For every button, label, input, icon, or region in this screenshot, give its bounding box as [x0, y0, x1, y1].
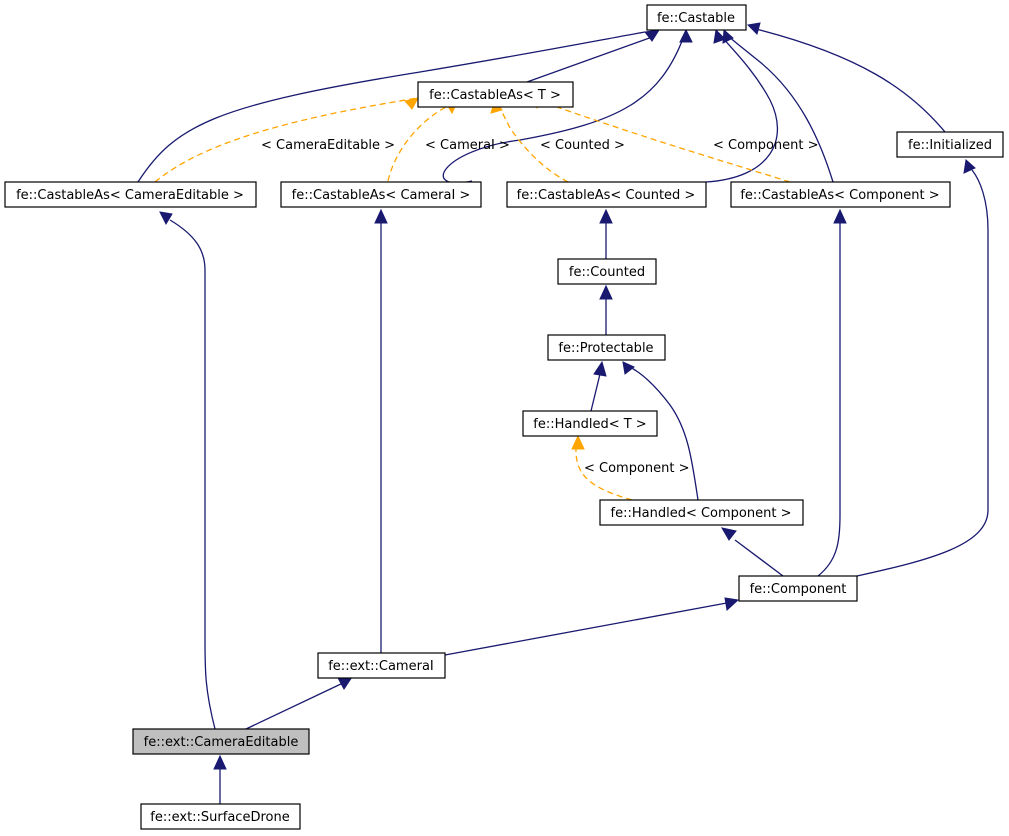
node-handled-t[interactable]: fe::Handled< T >	[522, 410, 658, 437]
arrow-into-castable-3	[713, 28, 726, 44]
node-initialized[interactable]: fe::Initialized	[896, 131, 1004, 158]
arrow-into-castable-as-component	[833, 208, 847, 224]
node-protectable[interactable]: fe::Protectable	[547, 334, 666, 361]
template-edge-camera-i	[387, 105, 449, 182]
edge-castable-as-camera-editable-to-castable	[137, 31, 646, 183]
edge-camera-editable-to-castable-as-camera-editable	[169, 219, 216, 730]
edge-camera-editable-to-camera-i	[245, 682, 344, 730]
edge-label-camera-editable: < CameraEditable >	[261, 138, 395, 153]
edge-handled-t-to-protectable	[590, 373, 601, 412]
node-camera-i[interactable]: fe::ext::CameraI	[317, 652, 446, 679]
node-counted[interactable]: fe::Counted	[557, 258, 657, 285]
arrow-into-castable-as-t-1	[404, 97, 419, 110]
arrowheads	[159, 22, 976, 770]
node-handled-t-label: fe::Handled< T >	[533, 417, 646, 432]
arrow-into-handled-t	[571, 434, 585, 450]
template-edge-handled-component	[575, 447, 633, 501]
template-edges	[154, 97, 791, 501]
edge-component-to-initialized	[856, 169, 989, 577]
edge-component-to-handled-component	[734, 539, 784, 577]
node-castable-as-component-label: fe::CastableAs< Component >	[740, 188, 939, 203]
template-edge-component	[539, 100, 791, 183]
node-handled-component-label: fe::Handled< Component >	[611, 506, 792, 521]
node-castable-as-camera-editable[interactable]: fe::CastableAs< CameraEditable >	[4, 181, 257, 208]
node-camera-i-label: fe::ext::CameraI	[328, 659, 434, 674]
arrow-into-castable-as-counted	[599, 208, 613, 224]
node-camera-editable-label: fe::ext::CameraEditable	[144, 735, 299, 750]
node-initialized-label: fe::Initialized	[908, 138, 992, 153]
arrow-into-castable-as-camera-i	[374, 208, 388, 224]
arrow-into-handled-component	[720, 527, 737, 541]
node-component[interactable]: fe::Component	[738, 575, 858, 602]
nodes: fe::Castable fe::CastableAs< T > fe::Cas…	[4, 4, 1004, 830]
node-castable-as-t-label: fe::CastableAs< T >	[429, 88, 561, 103]
node-castable-as-counted[interactable]: fe::CastableAs< Counted >	[506, 181, 707, 208]
edge-label-component: < Component >	[713, 138, 819, 153]
edge-camera-i-to-component	[444, 601, 733, 656]
node-component-label: fe::Component	[750, 582, 847, 597]
edge-castable-as-t-to-castable	[526, 35, 656, 83]
node-castable-as-t[interactable]: fe::CastableAs< T >	[417, 81, 574, 108]
node-castable[interactable]: fe::Castable	[646, 4, 747, 31]
template-edge-counted	[499, 107, 569, 183]
node-handled-component[interactable]: fe::Handled< Component >	[599, 499, 804, 526]
edge-label-counted: < Counted >	[540, 138, 625, 153]
edge-label-handled-component: < Component >	[584, 461, 690, 476]
arrow-into-initialized	[963, 159, 976, 174]
arrow-into-castable-as-camera-editable	[159, 211, 173, 226]
arrow-into-protectable-2	[622, 361, 635, 375]
node-castable-label: fe::Castable	[657, 11, 735, 26]
arrow-into-castable-5	[746, 22, 761, 35]
arrow-into-camera-editable	[213, 754, 227, 770]
arrow-into-counted	[599, 284, 613, 300]
node-castable-as-camera-editable-label: fe::CastableAs< CameraEditable >	[16, 188, 244, 203]
inheritance-edges	[137, 27, 989, 804]
arrow-into-castable-1	[644, 29, 661, 42]
edge-castable-as-component-to-castable	[727, 35, 834, 183]
node-surface-drone[interactable]: fe::ext::SurfaceDrone	[140, 803, 301, 830]
edge-castable-as-counted-to-castable	[705, 35, 779, 183]
edge-handled-component-to-protectable	[627, 365, 699, 501]
edge-component-to-castable-as-component	[817, 222, 841, 577]
node-counted-label: fe::Counted	[569, 265, 645, 280]
node-castable-as-counted-label: fe::CastableAs< Counted >	[517, 188, 696, 203]
node-camera-editable-current[interactable]: fe::ext::CameraEditable	[132, 728, 310, 755]
arrow-into-component	[724, 597, 740, 611]
node-surface-drone-label: fe::ext::SurfaceDrone	[150, 810, 289, 825]
template-edge-camera-editable	[154, 97, 419, 183]
node-castable-as-camera-i-label: fe::CastableAs< CameraI >	[292, 188, 471, 203]
arrow-into-castable-2	[679, 28, 693, 43]
arrow-into-castable-4	[722, 28, 734, 44]
node-castable-as-camera-i[interactable]: fe::CastableAs< CameraI >	[280, 181, 482, 208]
edge-labels: < CameraEditable > < CameraI > < Counted…	[261, 138, 819, 476]
edge-label-camera-i: < CameraI >	[425, 138, 510, 153]
arrow-into-protectable-1	[593, 360, 607, 377]
edge-initialized-to-castable	[751, 27, 946, 133]
node-protectable-label: fe::Protectable	[558, 341, 653, 356]
node-castable-as-component[interactable]: fe::CastableAs< Component >	[730, 181, 951, 208]
edge-castable-as-camera-i-to-castable	[442, 35, 685, 184]
arrow-into-camera-i	[337, 676, 353, 690]
